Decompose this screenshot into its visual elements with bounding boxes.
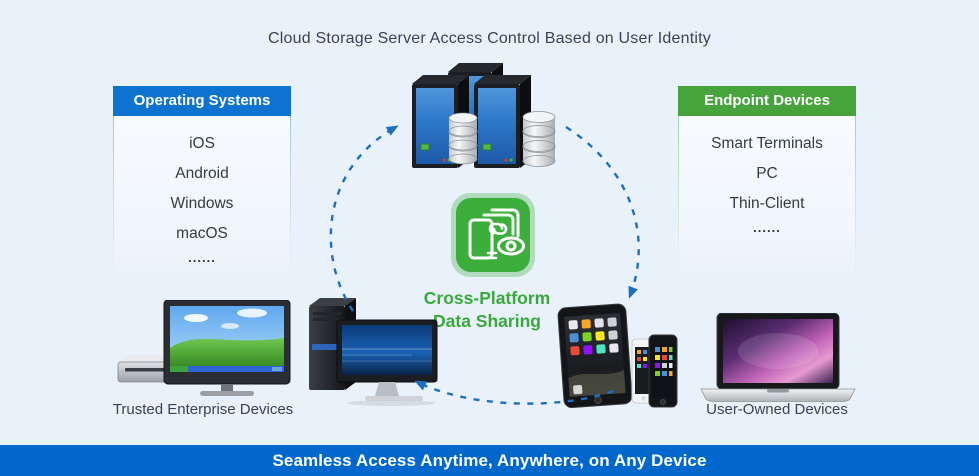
- endpoint-item-smart-terminals: Smart Terminals: [711, 135, 823, 152]
- endpoint-item-pc: PC: [756, 165, 778, 182]
- operating-systems-header: Operating Systems: [113, 86, 291, 116]
- endpoint-devices-header: Endpoint Devices: [678, 86, 856, 116]
- ipad-tablet: [557, 303, 633, 409]
- pc-monitor: [336, 319, 438, 406]
- database-stack-front: [448, 112, 478, 165]
- footer-banner: Seamless Access Anytime, Anywhere, on An…: [0, 445, 979, 476]
- os-item-macos: macOS: [176, 225, 228, 242]
- iphone-black: [648, 334, 678, 408]
- endpoint-item-thin-client: Thin-Client: [729, 195, 805, 212]
- xp-monitor: [163, 300, 291, 396]
- screen-outline: [490, 208, 520, 238]
- thin-client-monitor-icon: [117, 300, 291, 396]
- arrow-server-to-tablet: [565, 125, 640, 299]
- os-item-android: Android: [175, 165, 229, 182]
- laptop-base: [700, 388, 856, 402]
- laptop-screen: [716, 313, 840, 390]
- caption-line-1: Cross-Platform: [423, 288, 551, 308]
- cloud-storage-servers-icon: [412, 63, 556, 168]
- trusted-enterprise-devices-caption: Trusted Enterprise Devices: [112, 401, 294, 418]
- diagram-title: Cloud Storage Server Access Control Base…: [268, 30, 711, 47]
- cross-platform-caption: Cross-Platform Data Sharing: [387, 287, 587, 333]
- server-tower-right: [474, 75, 531, 168]
- tablet-app-grid: [568, 317, 619, 356]
- operating-systems-panel: Operating Systems iOS Android Windows ma…: [113, 86, 291, 278]
- phone-outline: [468, 218, 494, 260]
- os-item-ios: iOS: [189, 135, 215, 152]
- database-stack-right: [522, 111, 556, 167]
- endpoint-devices-panel: Endpoint Devices Smart Terminals PC Thin…: [678, 86, 856, 278]
- desktop-pc-icon: [309, 298, 438, 406]
- cross-platform-data-sharing-icon: [451, 193, 535, 277]
- operating-systems-list: iOS Android Windows macOS ......: [113, 116, 291, 278]
- caption-line-2: Data Sharing: [433, 311, 541, 331]
- arrow-pc-to-server: [329, 125, 399, 312]
- os-item-windows: Windows: [170, 195, 234, 212]
- endpoint-item-ellipsis: ......: [753, 220, 781, 235]
- eye-icon: [497, 236, 525, 256]
- os-item-ellipsis: ......: [188, 250, 216, 265]
- user-owned-devices-caption: User-Owned Devices: [706, 401, 848, 418]
- endpoint-devices-list: Smart Terminals PC Thin-Client ......: [678, 116, 856, 278]
- macbook-laptop-icon: [700, 313, 856, 402]
- tablet-smartphones-icon: [557, 303, 678, 409]
